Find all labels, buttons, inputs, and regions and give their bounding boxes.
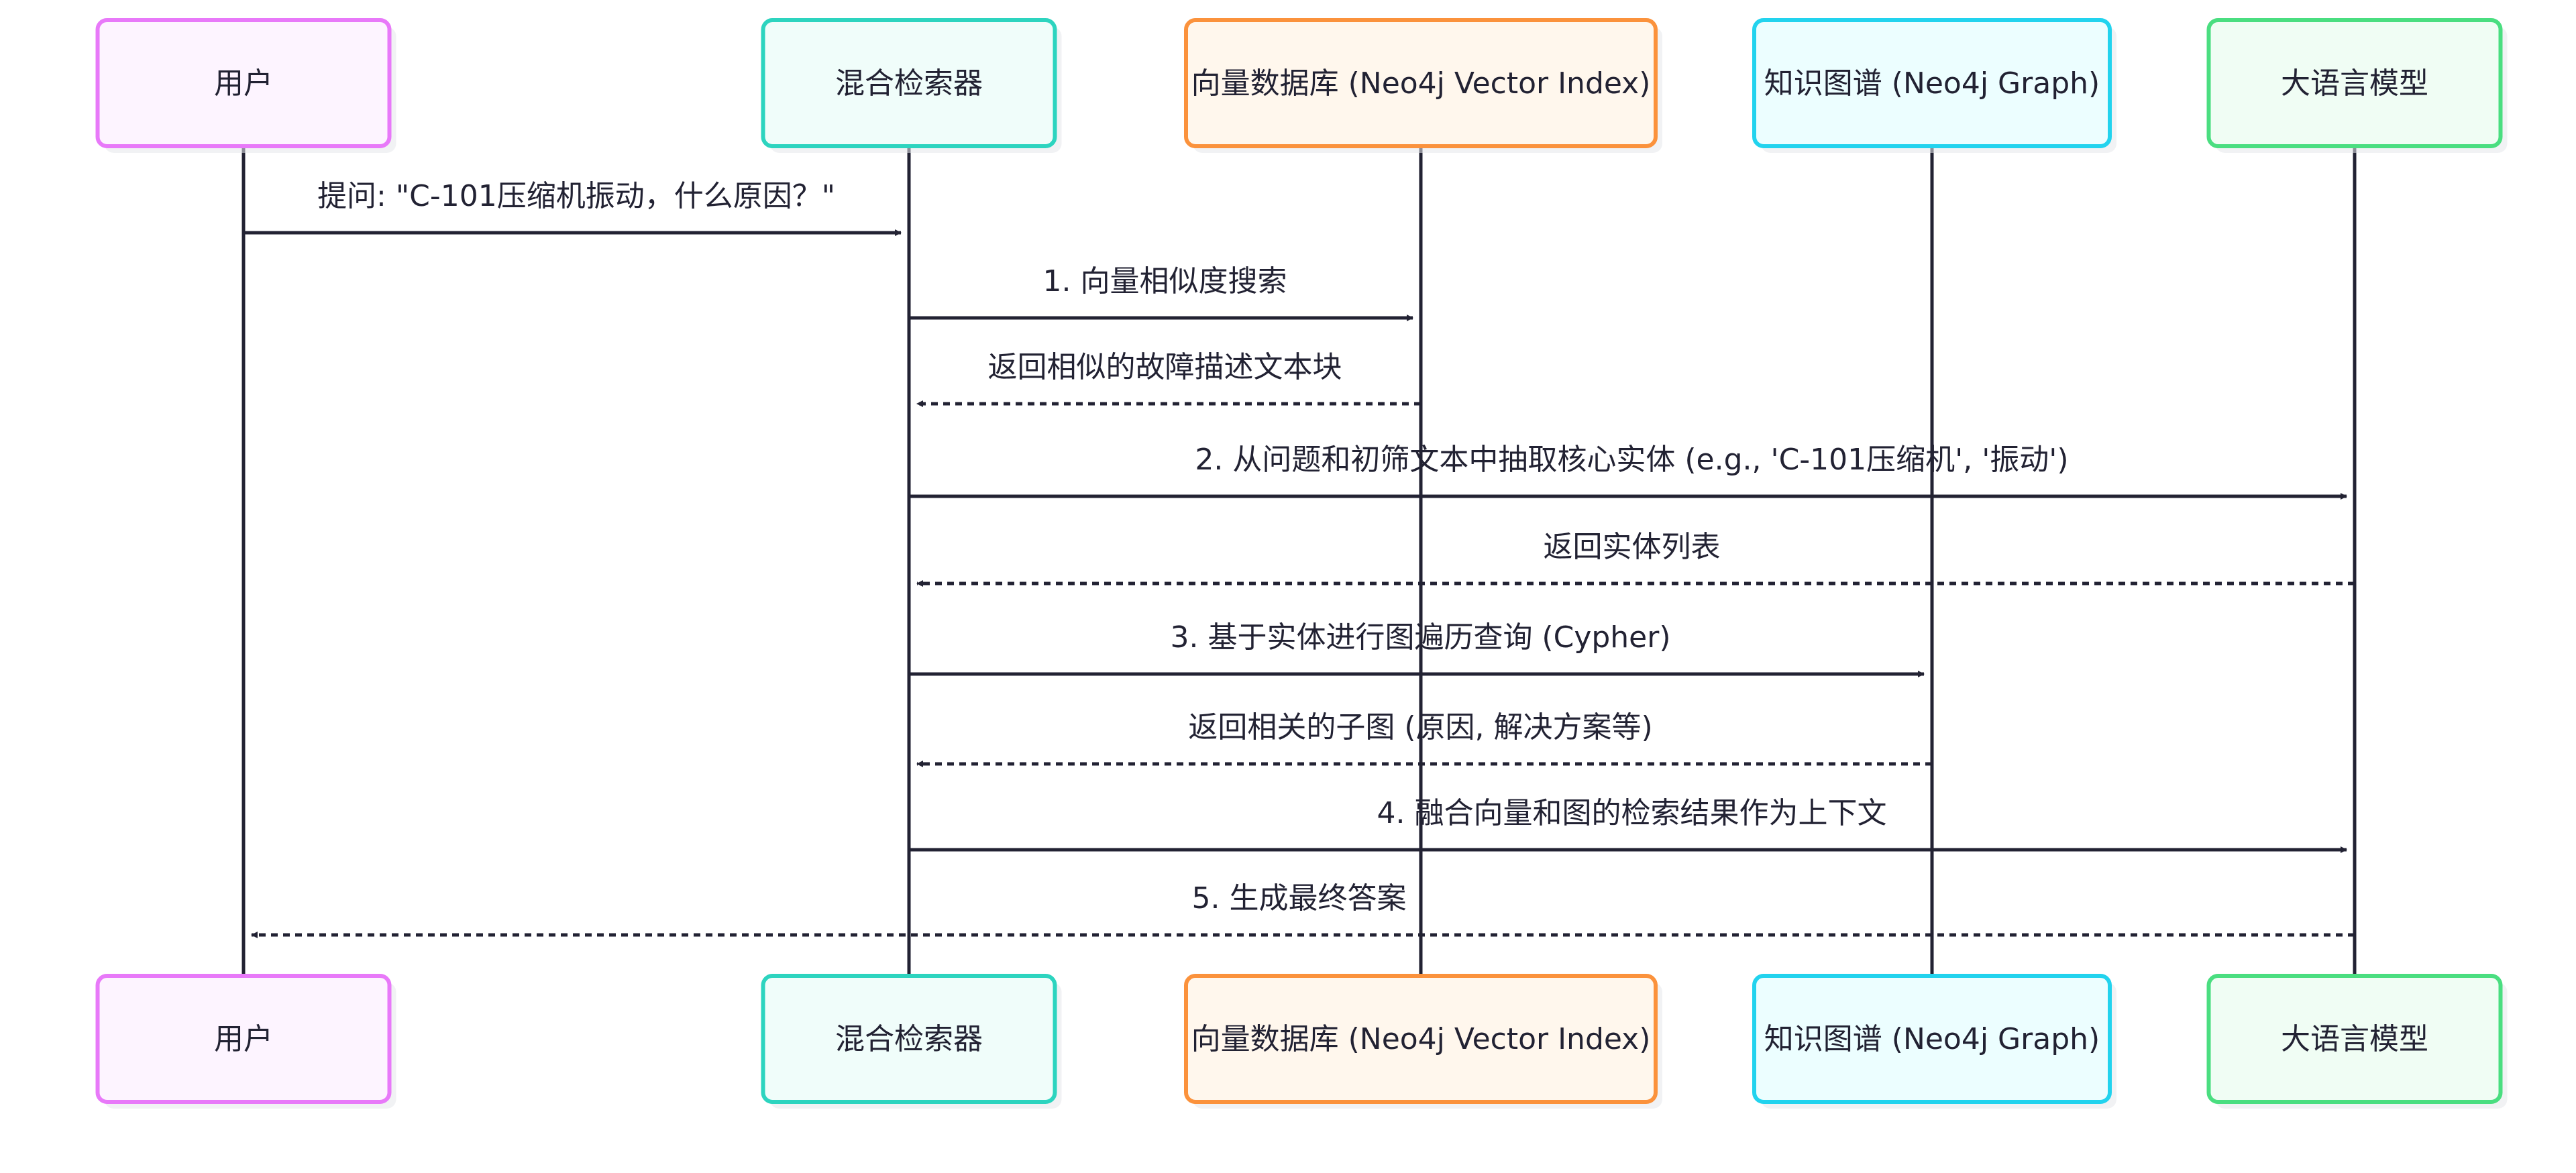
participant-graph-top: 知识图谱 (Neo4j Graph) [1752,18,2116,153]
participant-box [95,974,392,1104]
message-label: 3. 基于实体进行图遍历查询 (Cypher) [1170,620,1670,655]
participant-retriever-top: 混合检索器 [761,18,1062,153]
participant-label: 混合检索器 [835,66,983,101]
participant-retriever-bottom: 混合检索器 [761,974,1062,1109]
participant-label: 知识图谱 (Neo4j Graph) [1764,66,2100,101]
message-8: 4. 融合向量和图的检索结果作为上下文 [909,796,2347,853]
participant-label: 用户 [214,66,273,101]
message-label: 2. 从问题和初筛文本中抽取核心实体 (e.g., 'C-101压缩机', '振… [1195,443,2068,477]
message-label: 返回相关的子图 (原因, 解决方案等) [1188,710,1652,744]
message-label: 返回实体列表 [1544,530,1721,564]
participant-box [2206,974,2503,1104]
participant-label: 大语言模型 [2281,66,2428,101]
participant-label: 用户 [214,1022,273,1056]
participant-box [1184,18,1658,148]
participant-box [2206,18,2503,148]
participant-llm-top: 大语言模型 [2206,18,2508,153]
participant-label: 大语言模型 [2281,1022,2428,1056]
message-2: 1. 向量相似度搜索 [909,264,1413,321]
message-label: 返回相似的故障描述文本块 [988,350,1342,384]
participant-graph-bottom: 知识图谱 (Neo4j Graph) [1752,974,2116,1109]
participant-label: 混合检索器 [835,1022,983,1056]
participant-user-top: 用户 [95,18,396,153]
message-label: 4. 融合向量和图的检索结果作为上下文 [1377,796,1887,830]
message-6: 3. 基于实体进行图遍历查询 (Cypher) [909,620,1925,677]
message-label: 1. 向量相似度搜索 [1043,264,1287,298]
participant-label: 知识图谱 (Neo4j Graph) [1764,1022,2100,1056]
message-4: 2. 从问题和初筛文本中抽取核心实体 (e.g., 'C-101压缩机', '振… [909,443,2347,500]
message-7: 返回相关的子图 (原因, 解决方案等) [916,710,1932,767]
message-3: 返回相似的故障描述文本块 [916,350,1421,407]
participant-box [1752,18,2112,148]
message-5: 返回实体列表 [916,530,2355,587]
participant-box [761,974,1057,1104]
participant-vector-bottom: 向量数据库 (Neo4j Vector Index) [1184,974,1662,1109]
participant-user-bottom: 用户 [95,974,396,1109]
message-9: 5. 生成最终答案 [251,881,2355,938]
message-label: 提问: "C-101压缩机振动，什么原因？" [317,179,835,213]
participant-box [1752,974,2112,1104]
message-label: 5. 生成最终答案 [1192,881,1407,915]
message-1: 提问: "C-101压缩机振动，什么原因？" [244,179,902,236]
participant-llm-bottom: 大语言模型 [2206,974,2508,1109]
participant-label: 向量数据库 (Neo4j Vector Index) [1191,66,1651,101]
participant-box [761,18,1057,148]
participant-box [1184,974,1658,1104]
participant-vector-top: 向量数据库 (Neo4j Vector Index) [1184,18,1662,153]
participant-label: 向量数据库 (Neo4j Vector Index) [1191,1022,1651,1056]
participant-box [95,18,392,148]
